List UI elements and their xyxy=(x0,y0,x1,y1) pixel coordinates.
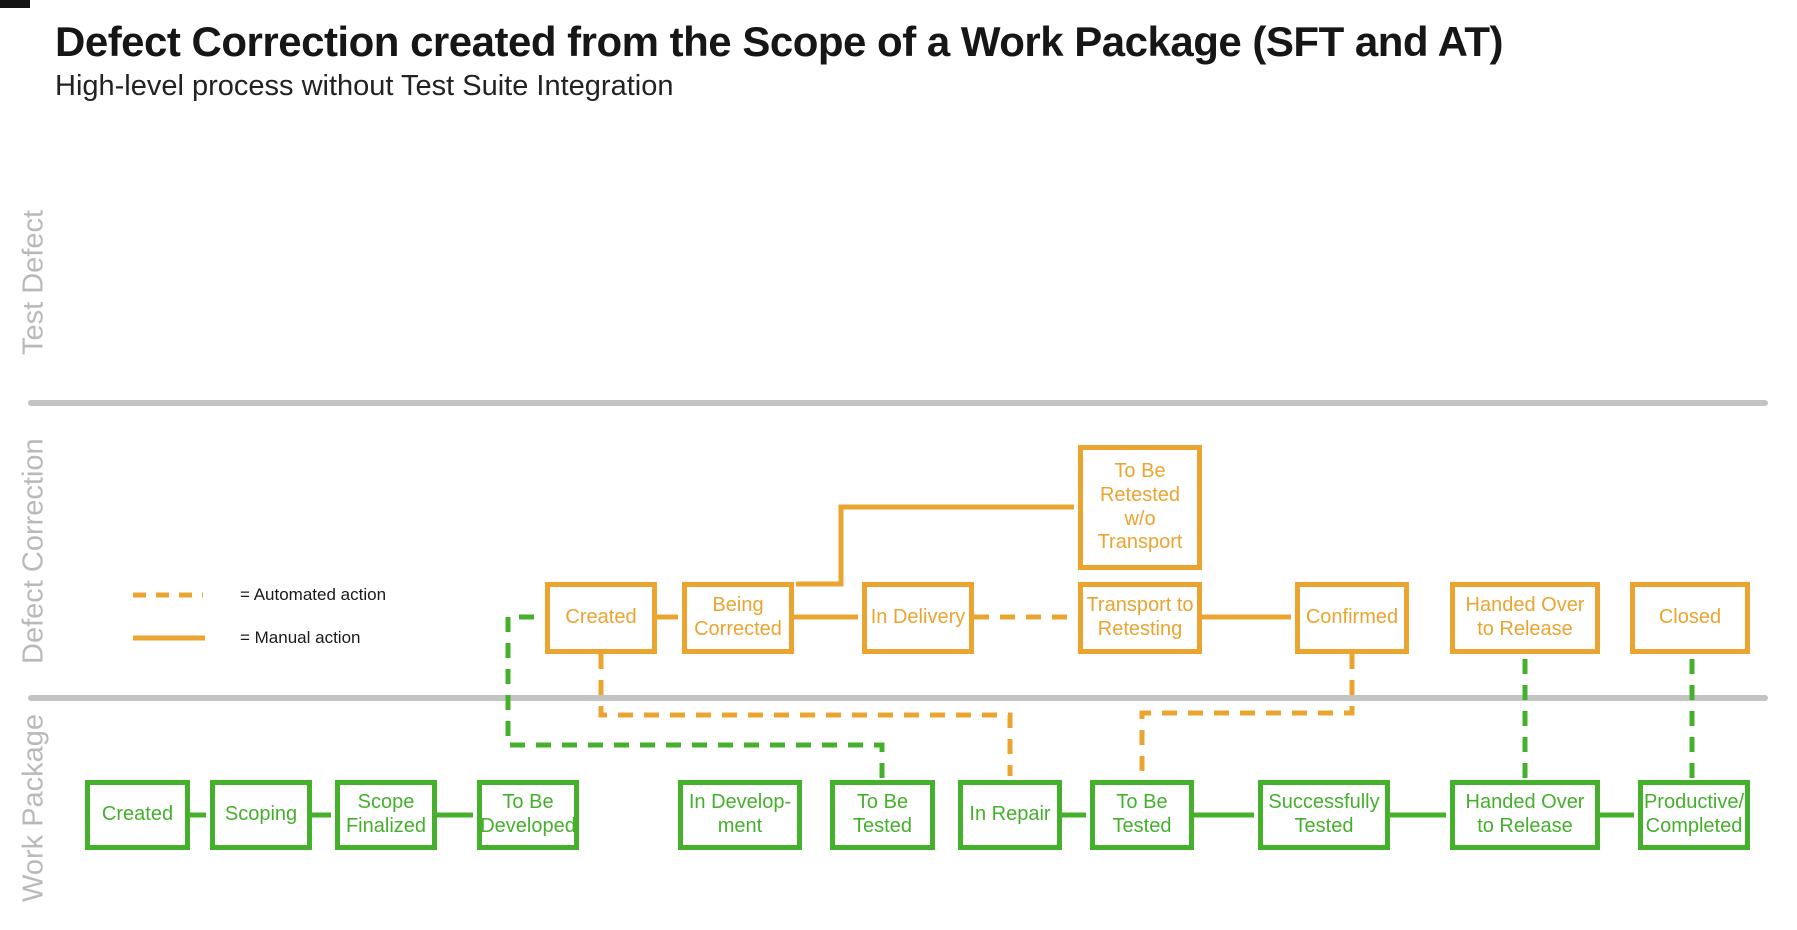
lane-label-work-package: Work Package xyxy=(17,713,50,903)
dc-box-to-be-retested-wo-transport: To Be Retested w/o Transport xyxy=(1078,445,1202,570)
lane-divider xyxy=(28,695,1768,701)
lane-label-test-defect: Test Defect xyxy=(17,209,50,355)
wp-box-scoping: Scoping xyxy=(210,780,312,850)
wp-box-scope-finalized: Scope Finalized xyxy=(335,780,437,850)
page-title: Defect Correction created from the Scope… xyxy=(55,18,1504,65)
arrow-confirmed-to-to-be-tested xyxy=(1139,654,1355,776)
dc-box-in-delivery: In Delivery xyxy=(862,582,974,654)
dc-box-transport-to-retesting: Transport to Retesting xyxy=(1078,582,1202,654)
wp-box-to-be-tested-2: To Be Tested xyxy=(1090,780,1194,850)
legend-automated-label: = Automated action xyxy=(240,585,387,604)
dc-box-being-corrected: Being Corrected xyxy=(682,582,794,654)
wp-box-productive-completed: Productive/ Completed xyxy=(1638,780,1750,850)
page-subtitle: High-level process without Test Suite In… xyxy=(55,70,674,102)
wp-box-to-be-tested-1: To Be Tested xyxy=(830,780,935,850)
legend-manual-label: = Manual action xyxy=(240,628,361,647)
arrow-dc-created-to-in-repair xyxy=(598,654,1013,776)
corner-artifact xyxy=(0,0,30,8)
arrow-being-corrected-to-to-be-retested-wo-transport xyxy=(796,504,1074,587)
wp-box-successfully-tested: Successfully Tested xyxy=(1258,780,1390,850)
wp-box-in-repair: In Repair xyxy=(958,780,1062,850)
wp-box-to-be-developed: To Be Developed xyxy=(477,780,579,850)
wp-box-created: Created xyxy=(85,780,190,850)
lane-label-defect-correction: Defect Correction xyxy=(17,438,50,664)
wp-box-in-development: In Develop- ment xyxy=(678,780,802,850)
dc-box-created: Created xyxy=(545,582,657,654)
dc-box-closed: Closed xyxy=(1630,582,1750,654)
dc-box-confirmed: Confirmed xyxy=(1295,582,1409,654)
dc-box-handed-over-to-release: Handed Over to Release xyxy=(1450,582,1600,654)
lane-divider xyxy=(28,400,1768,406)
wp-box-handed-over-to-release: Handed Over to Release xyxy=(1450,780,1600,850)
